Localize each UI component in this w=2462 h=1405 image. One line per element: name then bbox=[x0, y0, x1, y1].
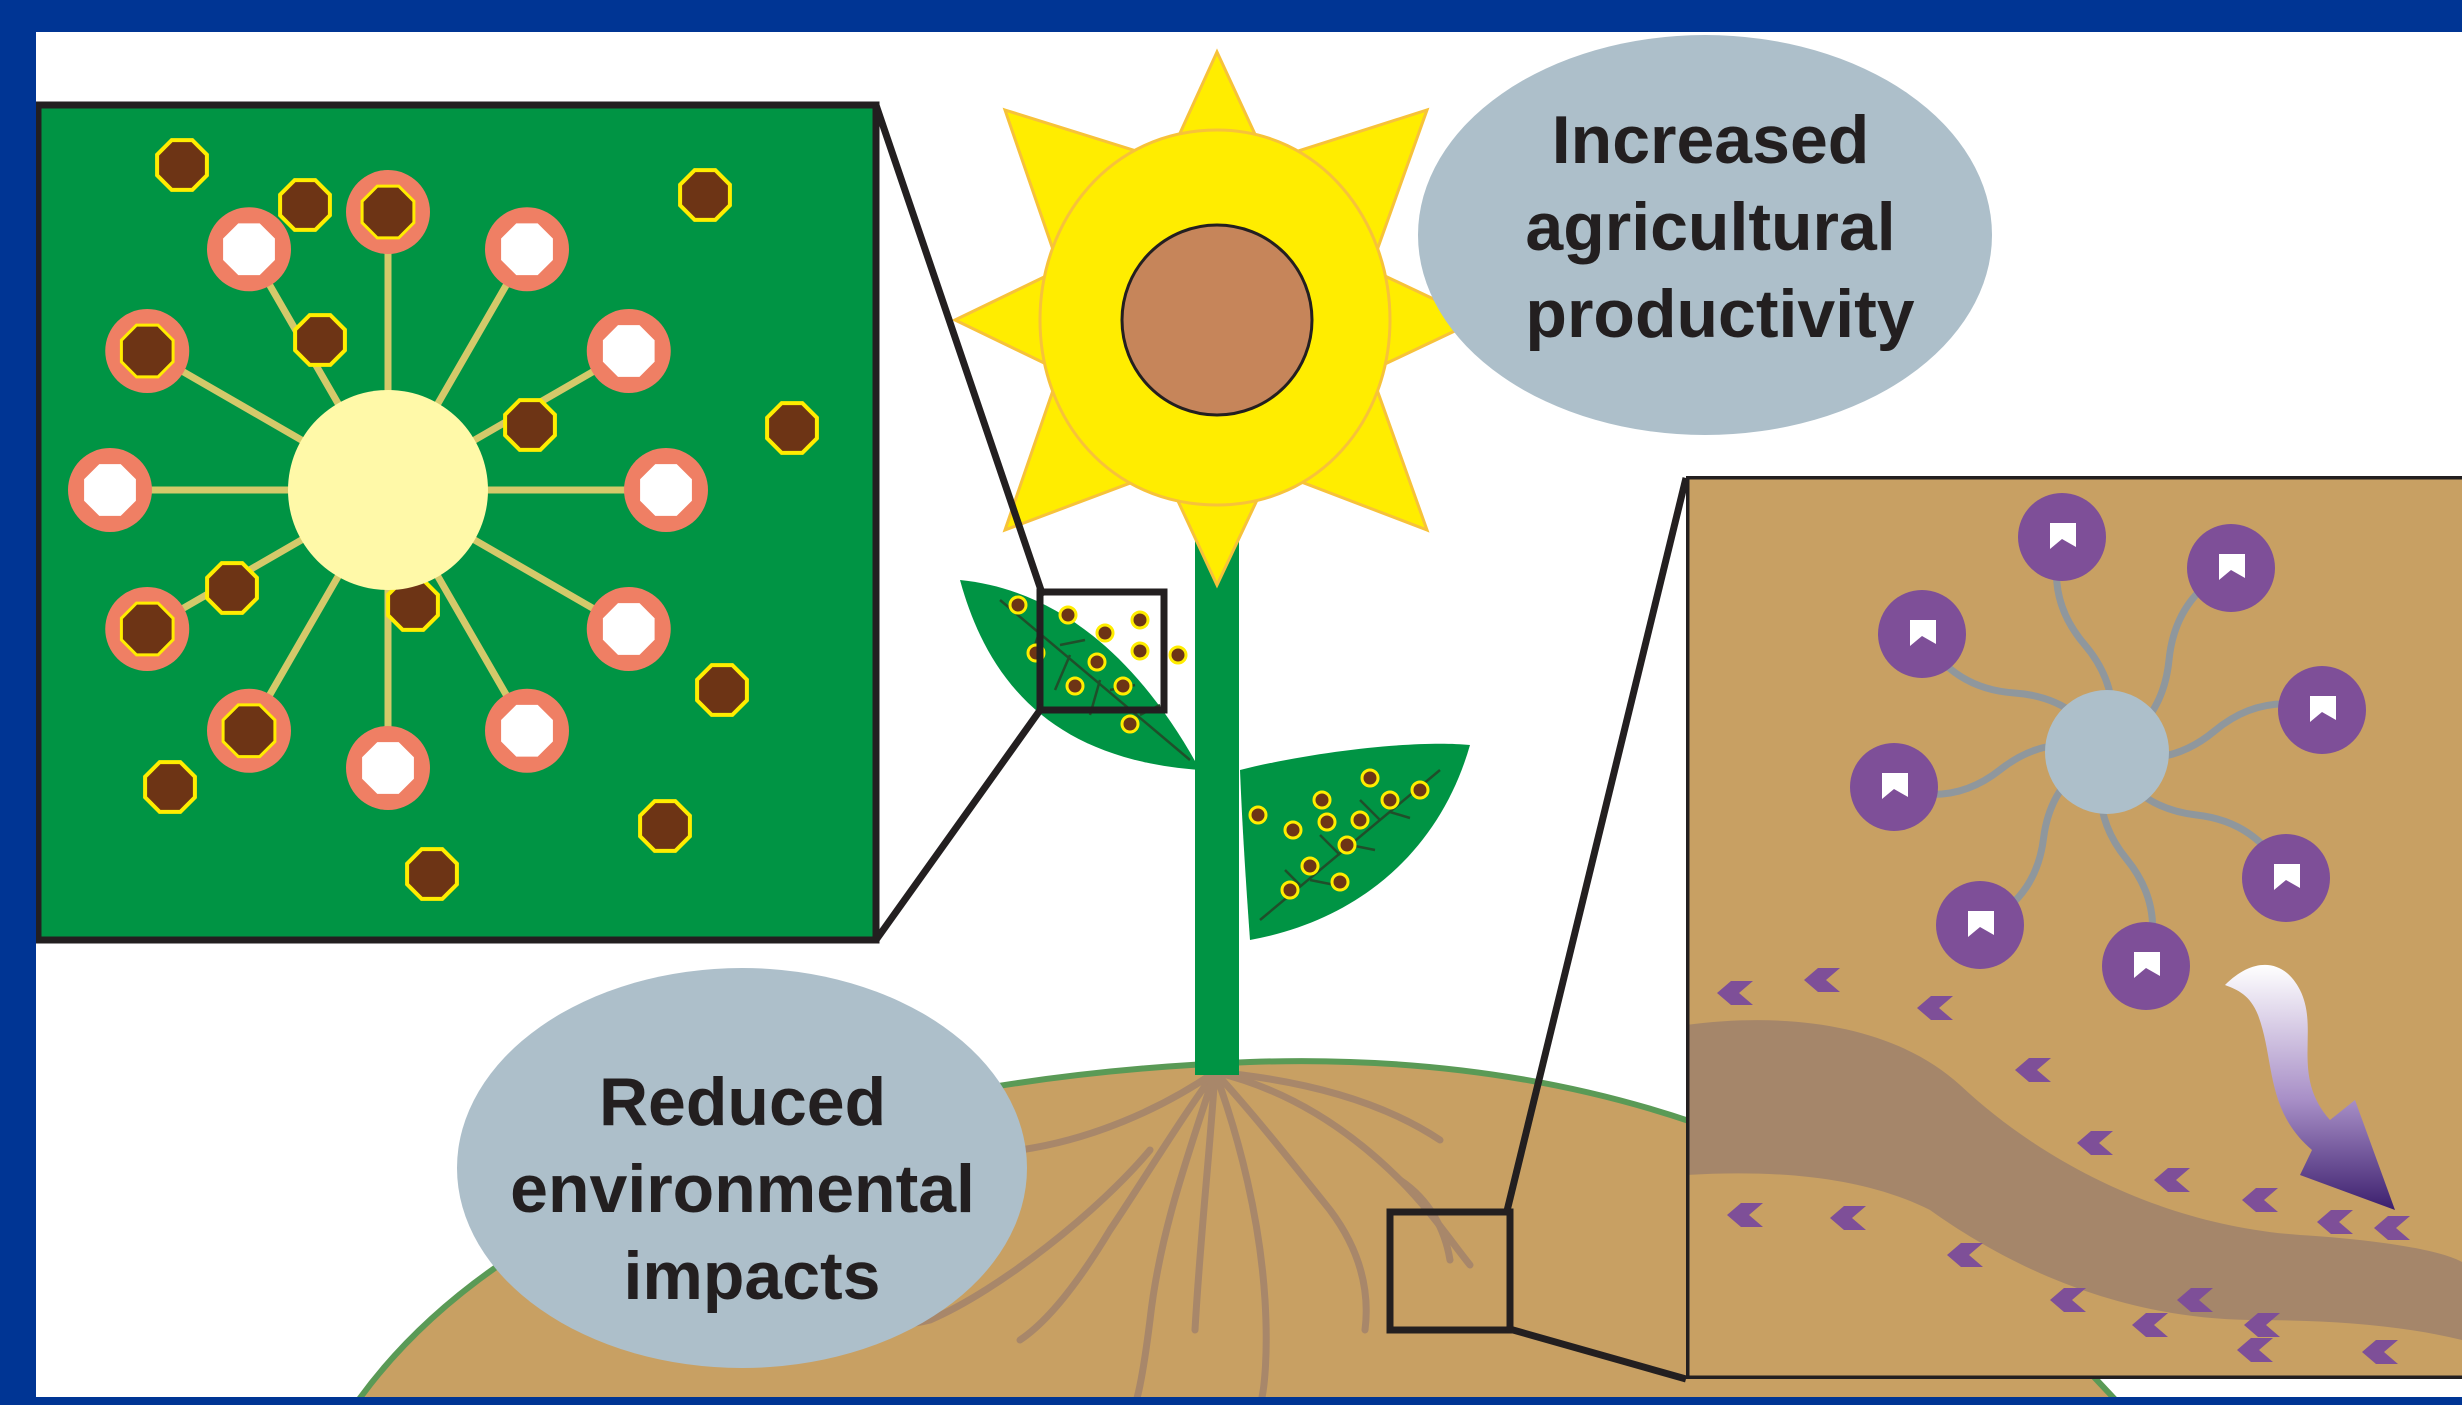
environment-callout-line-1: Reduced bbox=[599, 1064, 886, 1140]
empty-binding-site bbox=[602, 603, 655, 655]
carrier-core bbox=[2045, 690, 2169, 814]
bound-nutrient-icon bbox=[1910, 620, 1936, 646]
released-nutrient-icon bbox=[1947, 1243, 1983, 1267]
soil-zoom-box bbox=[1386, 1208, 1514, 1334]
nutrient-particle-icon bbox=[143, 760, 197, 814]
left-inset-nanoparticle bbox=[36, 101, 880, 944]
bound-nutrient-icon bbox=[1882, 773, 1908, 799]
leaf-zoom-leader-bottom bbox=[873, 703, 1046, 943]
released-nutrient-chevrons bbox=[1717, 968, 2410, 1364]
empty-binding-site bbox=[501, 223, 553, 276]
captured-nutrient-icon bbox=[360, 184, 416, 240]
nutrient-particle-icon bbox=[293, 313, 347, 367]
released-nutrient-icon bbox=[1917, 996, 1953, 1020]
soil-zoom-leader-bottom bbox=[1505, 1324, 1687, 1383]
curved-arrow-icon bbox=[2225, 964, 2395, 1210]
nutrient-particle-icon bbox=[386, 578, 440, 632]
plant-stem bbox=[1195, 520, 1239, 1075]
nanoparticle-carriers bbox=[68, 170, 708, 810]
bound-nutrient-icon bbox=[2219, 554, 2245, 580]
flower-center bbox=[1120, 223, 1314, 417]
released-nutrient-icon bbox=[2132, 1313, 2168, 1337]
bound-nutrient-icon bbox=[2310, 696, 2336, 722]
empty-binding-site bbox=[84, 464, 136, 516]
released-nutrient-icon bbox=[2015, 1058, 2051, 1082]
productivity-callout-line-2: agricultural bbox=[1525, 189, 1895, 265]
environment-callout-line-2: environmental bbox=[510, 1151, 975, 1227]
bound-nutrient-icon bbox=[2134, 952, 2160, 978]
water-band bbox=[1686, 1020, 2462, 1340]
carrier-spheres bbox=[1850, 493, 2366, 1010]
nutrient-particle-icon bbox=[205, 561, 259, 615]
svg-text:Reduced environmental: Reduced environmental impacts bbox=[510, 1064, 994, 1314]
released-nutrient-icon bbox=[2317, 1210, 2353, 1234]
released-nutrient-icon bbox=[2244, 1313, 2280, 1337]
bound-nutrient-icon bbox=[2050, 523, 2076, 549]
nutrient-particle-icon bbox=[678, 168, 732, 222]
captured-nutrient-icon bbox=[119, 323, 175, 379]
released-nutrient-icon bbox=[1804, 968, 1840, 992]
svg-text:Increased agricultural: Increased agricultural productivity bbox=[1525, 102, 1914, 352]
captured-nutrient-icon bbox=[119, 601, 175, 657]
right-inset-soil bbox=[1686, 476, 2462, 1379]
nanoparticle-core bbox=[288, 390, 488, 590]
released-nutrient-icon bbox=[2362, 1340, 2398, 1364]
nutrient-particle-icon bbox=[503, 398, 557, 452]
nutrient-particle-icon bbox=[278, 178, 332, 232]
soil-zoom-leader-top bbox=[1502, 477, 1690, 1216]
bound-nutrient-icon bbox=[2274, 864, 2300, 890]
nutrient-particle-icon bbox=[765, 401, 819, 455]
productivity-callout-bubble bbox=[1418, 35, 1992, 435]
leaf-nutrient-particles bbox=[1008, 595, 1430, 900]
released-nutrient-icon bbox=[2237, 1338, 2273, 1362]
empty-binding-site bbox=[223, 223, 275, 276]
released-nutrient-icon bbox=[2374, 1216, 2410, 1240]
released-nutrient-icon bbox=[2242, 1188, 2278, 1212]
released-nutrient-icon bbox=[1830, 1206, 1866, 1230]
empty-binding-site bbox=[362, 742, 414, 794]
released-nutrient-icon bbox=[2050, 1288, 2086, 1312]
nutrient-particle-icon bbox=[155, 138, 209, 192]
released-nutrient-icon bbox=[2177, 1288, 2213, 1312]
empty-binding-site bbox=[501, 704, 553, 757]
leaf-zoom-leader-top bbox=[872, 103, 1047, 598]
productivity-callout-line-1: Increased bbox=[1552, 102, 1870, 178]
empty-binding-site bbox=[640, 464, 692, 516]
released-nutrient-icon bbox=[1727, 1203, 1763, 1227]
released-nutrient-icon bbox=[2077, 1131, 2113, 1155]
nutrient-particle-icon bbox=[405, 847, 459, 901]
empty-binding-site bbox=[602, 325, 655, 377]
left-leaf bbox=[960, 580, 1200, 770]
nutrient-particle-icon bbox=[638, 799, 692, 853]
productivity-callout-line-3: productivity bbox=[1525, 276, 1914, 352]
bound-nutrient-icon bbox=[1968, 911, 1994, 937]
leaf-zoom-box bbox=[1036, 588, 1168, 714]
free-nutrient-particles bbox=[143, 138, 819, 901]
nutrient-particle-icon bbox=[695, 663, 749, 717]
released-nutrient-icon bbox=[2154, 1168, 2190, 1192]
captured-nutrient-icon bbox=[221, 703, 277, 759]
environment-callout-line-3: impacts bbox=[624, 1238, 881, 1314]
environment-callout-bubble bbox=[457, 968, 1027, 1368]
released-nutrient-icon bbox=[1717, 981, 1753, 1005]
